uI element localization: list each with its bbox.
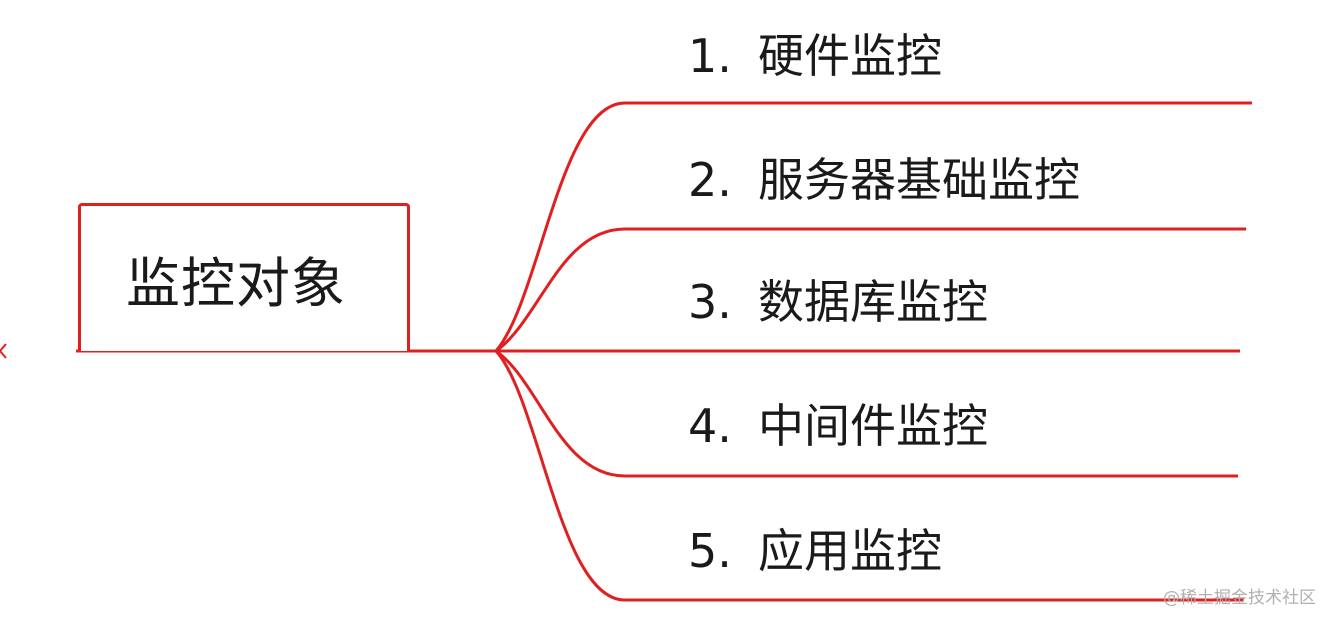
branch-label: 中间件监控 [758, 399, 988, 453]
branch-node-4: 4.中间件监控 [688, 403, 988, 449]
branch-connector-5 [494, 349, 1244, 602]
branch-connector-2 [495, 227, 1246, 353]
branch-node-1: 1.硬件监控 [688, 33, 942, 79]
branch-connector-1 [494, 101, 1252, 352]
watermark: @稀土掘金技术社区 [1163, 588, 1316, 608]
branch-node-5: 5.应用监控 [688, 528, 942, 574]
branch-label: 服务器基础监控 [758, 153, 1080, 207]
root-node-label: 监控对象 [126, 252, 346, 315]
branch-number: 3. [688, 275, 732, 329]
branch-connector-4 [495, 349, 1238, 478]
branch-node-2: 2.服务器基础监控 [688, 157, 1080, 203]
left-marker [0, 343, 7, 359]
branch-number: 1. [688, 29, 732, 83]
branch-number: 4. [688, 399, 732, 453]
branch-node-3: 3.数据库监控 [688, 279, 988, 325]
branch-label: 应用监控 [758, 524, 942, 578]
branch-number: 5. [688, 524, 732, 578]
branch-label: 硬件监控 [758, 29, 942, 83]
branch-label: 数据库监控 [758, 275, 988, 329]
root-node: 监控对象 [78, 203, 410, 351]
branch-number: 2. [688, 153, 732, 207]
